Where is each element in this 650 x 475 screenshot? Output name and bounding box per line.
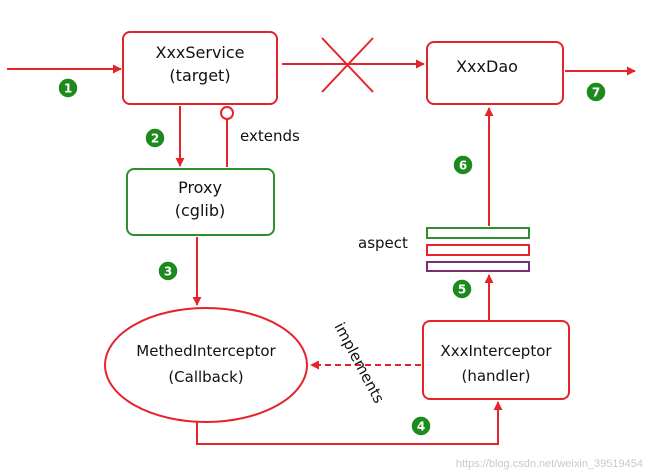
dao-title: XxxDao <box>456 57 518 76</box>
proxy-title: Proxy <box>178 178 222 197</box>
method-interceptor-title: MethedInterceptor <box>136 342 276 360</box>
service-subtitle: (target) <box>169 66 230 85</box>
proxy-subtitle: (cglib) <box>175 201 225 220</box>
step-badge-5: 5 <box>451 278 473 300</box>
aspect-bar-green <box>426 227 530 239</box>
step-badge-4: 4 <box>410 415 432 437</box>
aspect-label: aspect <box>358 234 408 252</box>
extends-label: extends <box>240 127 300 145</box>
svg-text:7: 7 <box>592 86 600 100</box>
method-interceptor-ellipse <box>104 307 308 423</box>
implements-label: implements <box>330 319 388 406</box>
handler-title: XxxInterceptor <box>440 342 552 360</box>
svg-text:4: 4 <box>417 420 425 434</box>
step-badge-2: 2 <box>144 127 166 149</box>
cross-line-b <box>321 37 374 93</box>
aspect-bar-red <box>426 244 530 256</box>
svg-text:1: 1 <box>64 82 72 96</box>
handler-subtitle: (handler) <box>462 367 531 385</box>
dao-box <box>426 41 564 105</box>
step-badge-7: 7 <box>585 81 607 103</box>
step-badge-1: 1 <box>57 77 79 99</box>
proxy-box <box>126 168 275 236</box>
method-interceptor-subtitle: (Callback) <box>168 368 243 386</box>
aspect-bar-purple <box>426 261 530 272</box>
handler-box <box>422 320 570 400</box>
watermark: https://blog.csdn.net/weixin_39519454 <box>456 458 643 470</box>
service-title: XxxService <box>155 43 244 62</box>
service-box <box>122 31 278 105</box>
step-badge-3: 3 <box>157 260 179 282</box>
svg-text:3: 3 <box>164 265 172 279</box>
extends-circle <box>220 106 234 120</box>
svg-text:5: 5 <box>458 283 466 297</box>
svg-text:6: 6 <box>459 159 467 173</box>
arrow-interceptor-to-handler <box>196 401 503 445</box>
svg-text:2: 2 <box>151 132 159 146</box>
step-badge-6: 6 <box>452 154 474 176</box>
